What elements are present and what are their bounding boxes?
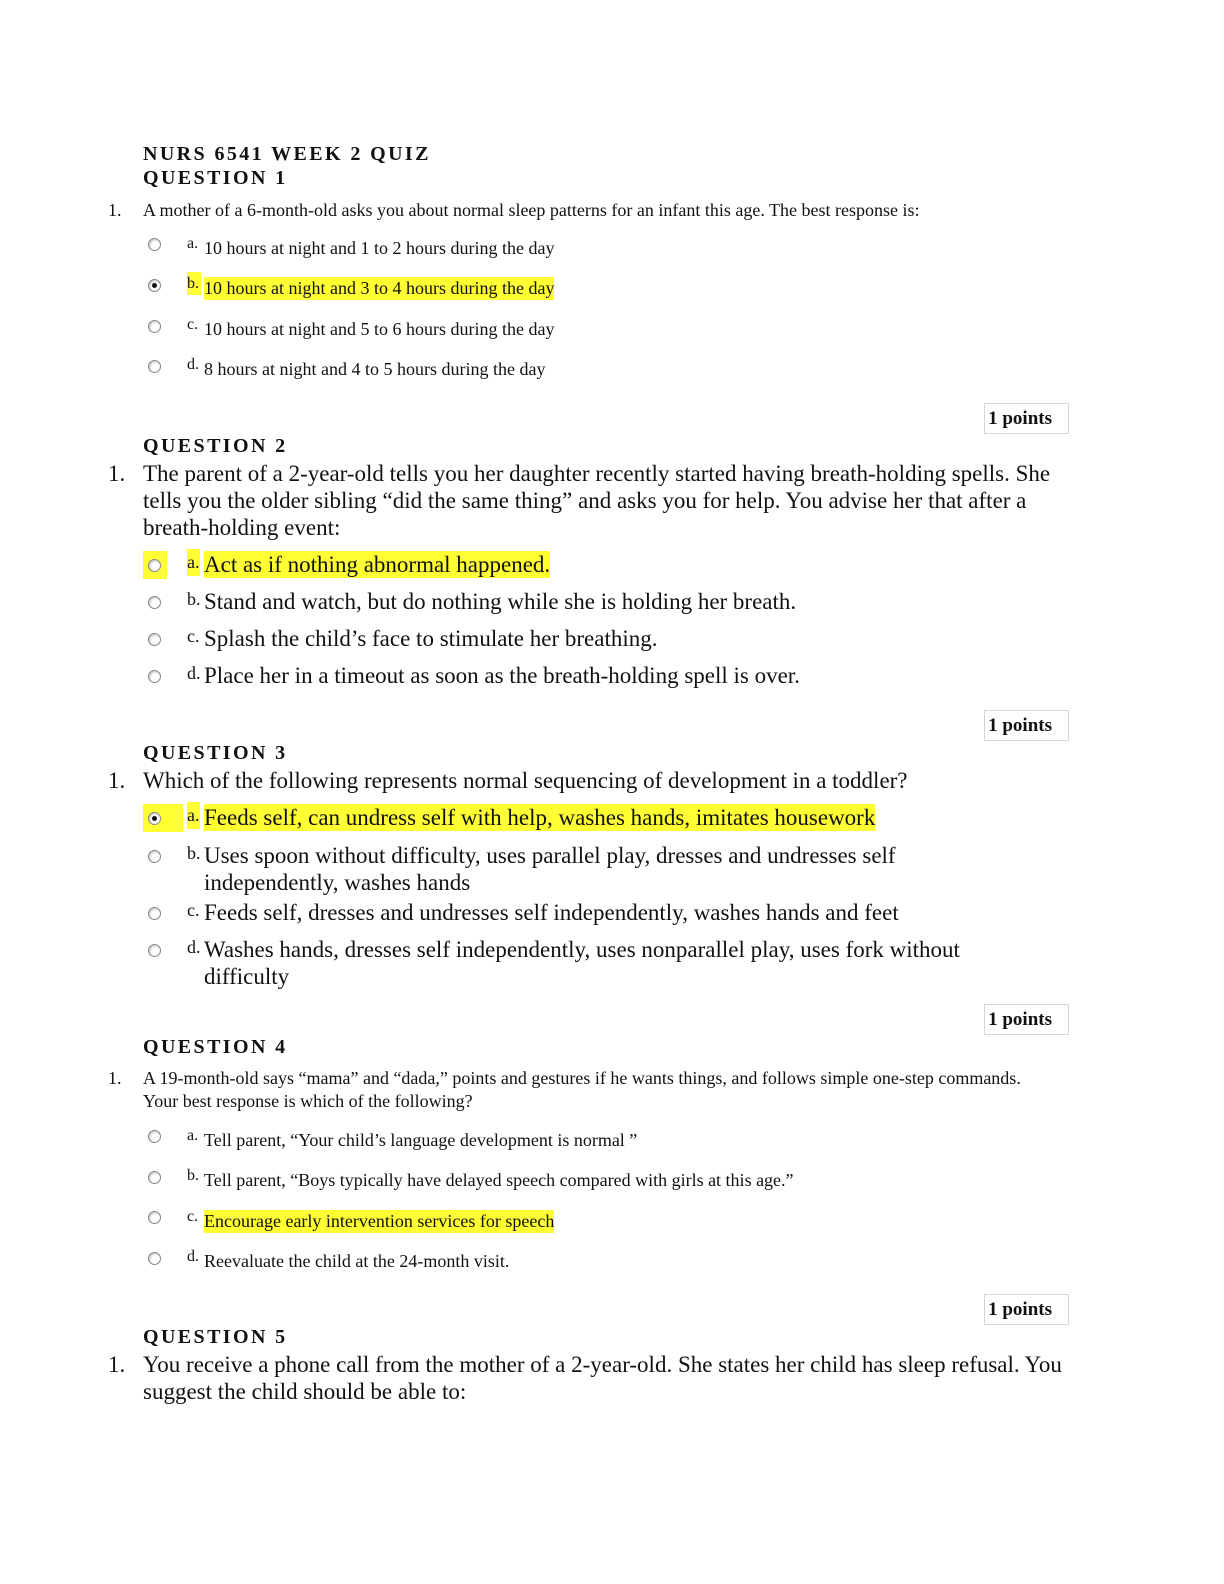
question-1-option-a-text: 10 hours at night and 1 to 2 hours durin… <box>204 238 555 258</box>
question-4-option-c-text: Encourage early intervention services fo… <box>204 1210 555 1233</box>
question-1-points: 1 points <box>984 403 1069 434</box>
question-4-option-a-letter: a. <box>187 1127 199 1144</box>
question-3-option-b-letter: b. <box>187 843 201 863</box>
question-3-option-c-text: Feeds self, dresses and undresses self i… <box>204 900 899 925</box>
question-4-option-d-letter: d. <box>187 1248 199 1265</box>
question-1-option-c-radio[interactable] <box>148 320 161 333</box>
question-1-option-b-radio[interactable] <box>148 279 161 292</box>
question-3-number: 1. <box>108 768 126 793</box>
question-1-option-d-letter: d. <box>187 356 199 373</box>
question-1-option-c-letter: c. <box>187 316 199 333</box>
question-2-option-a-radio[interactable] <box>148 559 161 572</box>
question-1-option-d-radio[interactable] <box>148 360 161 373</box>
question-2-option-b-letter: b. <box>187 589 201 609</box>
question-4-option-a-radio[interactable] <box>148 1130 161 1143</box>
question-1-option-d-text: 8 hours at night and 4 to 5 hours during… <box>204 359 546 379</box>
question-4-points: 1 points <box>984 1294 1069 1325</box>
question-5-stem: You receive a phone call from the mother… <box>143 1352 1062 1404</box>
question-1-option-c-text: 10 hours at night and 5 to 6 hours durin… <box>204 319 555 339</box>
question-3-option-d-letter: d. <box>187 937 201 957</box>
question-3-option-c-radio[interactable] <box>148 907 161 920</box>
question-2-option-a-text: Act as if nothing abnormal happened. <box>204 551 551 578</box>
question-4-stem: A 19-month-old says “mama” and “dada,” p… <box>143 1068 1021 1111</box>
question-2-heading: QUESTION 2 <box>143 435 288 457</box>
question-3-heading: QUESTION 3 <box>143 742 288 764</box>
question-2-option-a-letter: a. <box>187 549 200 576</box>
question-2-option-d-letter: d. <box>187 663 201 683</box>
question-3-option-d-radio[interactable] <box>148 944 161 957</box>
question-4-heading: QUESTION 4 <box>143 1036 288 1058</box>
question-1-heading: QUESTION 1 <box>143 167 288 189</box>
question-3-option-a-radio[interactable] <box>148 812 161 825</box>
question-2-number: 1. <box>108 461 126 486</box>
question-4-option-b-radio[interactable] <box>148 1171 161 1184</box>
question-4-option-c-radio[interactable] <box>148 1211 161 1224</box>
question-1-option-a-letter: a. <box>187 235 199 252</box>
document-title: NURS 6541 WEEK 2 QUIZ <box>143 143 431 165</box>
question-5-heading: QUESTION 5 <box>143 1326 288 1348</box>
question-4-option-c-letter: c. <box>187 1208 199 1225</box>
question-1-option-b-text: 10 hours at night and 3 to 4 hours durin… <box>204 277 555 300</box>
question-1-option-b-letter: b. <box>187 272 201 295</box>
question-4-option-b-letter: b. <box>187 1167 199 1184</box>
question-4-option-d-text: Reevaluate the child at the 24-month vis… <box>204 1251 510 1271</box>
question-1-number: 1. <box>108 200 122 220</box>
question-3-option-c-letter: c. <box>187 900 200 920</box>
question-4-option-b-text: Tell parent, “Boys typically have delaye… <box>204 1170 794 1190</box>
question-1-stem: A mother of a 6-month-old asks you about… <box>143 200 920 220</box>
question-2-option-b-radio[interactable] <box>148 596 161 609</box>
question-4-option-d-radio[interactable] <box>148 1252 161 1265</box>
question-4-number: 1. <box>108 1068 122 1088</box>
question-2-option-c-letter: c. <box>187 626 200 646</box>
question-2-option-d-text: Place her in a timeout as soon as the br… <box>204 663 800 688</box>
question-3-stem: Which of the following represents normal… <box>143 768 908 793</box>
question-3-option-a-letter: a. <box>187 802 200 829</box>
question-2-stem: The parent of a 2-year-old tells you her… <box>143 461 1051 540</box>
question-4-option-a-text: Tell parent, “Your child’s language deve… <box>204 1130 638 1150</box>
question-3-option-b-radio[interactable] <box>148 850 161 863</box>
question-2-points: 1 points <box>984 710 1069 741</box>
question-3-option-b-text: Uses spoon without difficulty, uses para… <box>204 843 896 895</box>
question-3-option-a-text: Feeds self, can undress self with help, … <box>204 804 876 831</box>
question-2-option-b-text: Stand and watch, but do nothing while sh… <box>204 589 797 614</box>
question-3-points: 1 points <box>984 1004 1069 1035</box>
question-1-option-a-radio[interactable] <box>148 238 161 251</box>
question-2-option-c-text: Splash the child’s face to stimulate her… <box>204 626 658 651</box>
question-2-option-c-radio[interactable] <box>148 633 161 646</box>
question-3-option-d-text: Washes hands, dresses self independently… <box>204 937 960 989</box>
question-2-option-d-radio[interactable] <box>148 670 161 683</box>
question-5-number: 1. <box>108 1352 126 1377</box>
